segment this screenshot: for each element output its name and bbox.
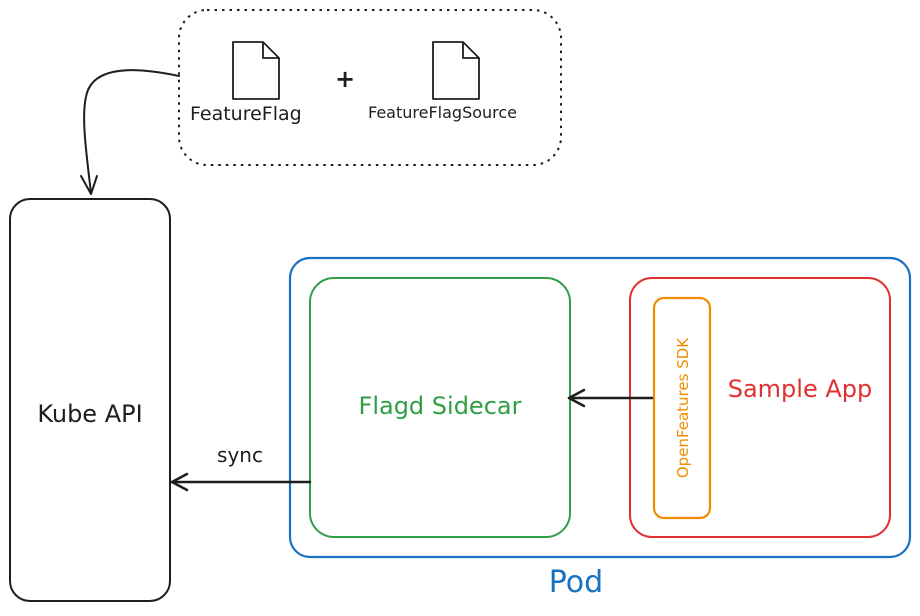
pod-box: Pod (288, 256, 912, 600)
kube-api-box: Kube API (9, 198, 171, 602)
sample-app-label: Sample App (728, 375, 873, 403)
feature-flag-label: FeatureFlag (190, 103, 302, 125)
sync-label: sync (217, 443, 263, 467)
flagd-sidecar-label: Flagd Sidecar (359, 392, 522, 420)
sync-arrow: sync (170, 443, 312, 492)
openfeatures-sdk-label: OpenFeatures SDK (674, 337, 692, 478)
resources-group: FeatureFlag + FeatureFlagSource (178, 9, 562, 166)
flagd-sidecar-box: Flagd Sidecar (309, 277, 571, 538)
openfeatures-sdk-box: OpenFeatures SDK (652, 296, 712, 520)
pod-label: Pod (549, 565, 603, 600)
feature-flag-file-icon (232, 41, 280, 100)
feature-flag-source-label: FeatureFlagSource (368, 103, 517, 122)
apply-arrow (80, 69, 180, 195)
plus-sign: + (335, 65, 355, 93)
resources-dotted-box (178, 9, 562, 166)
feature-flag-source-file-icon (432, 41, 480, 100)
kube-api-label: Kube API (37, 400, 142, 428)
sample-app-box: Sample App (629, 277, 891, 538)
sdk-to-sidecar-arrow (567, 388, 654, 408)
